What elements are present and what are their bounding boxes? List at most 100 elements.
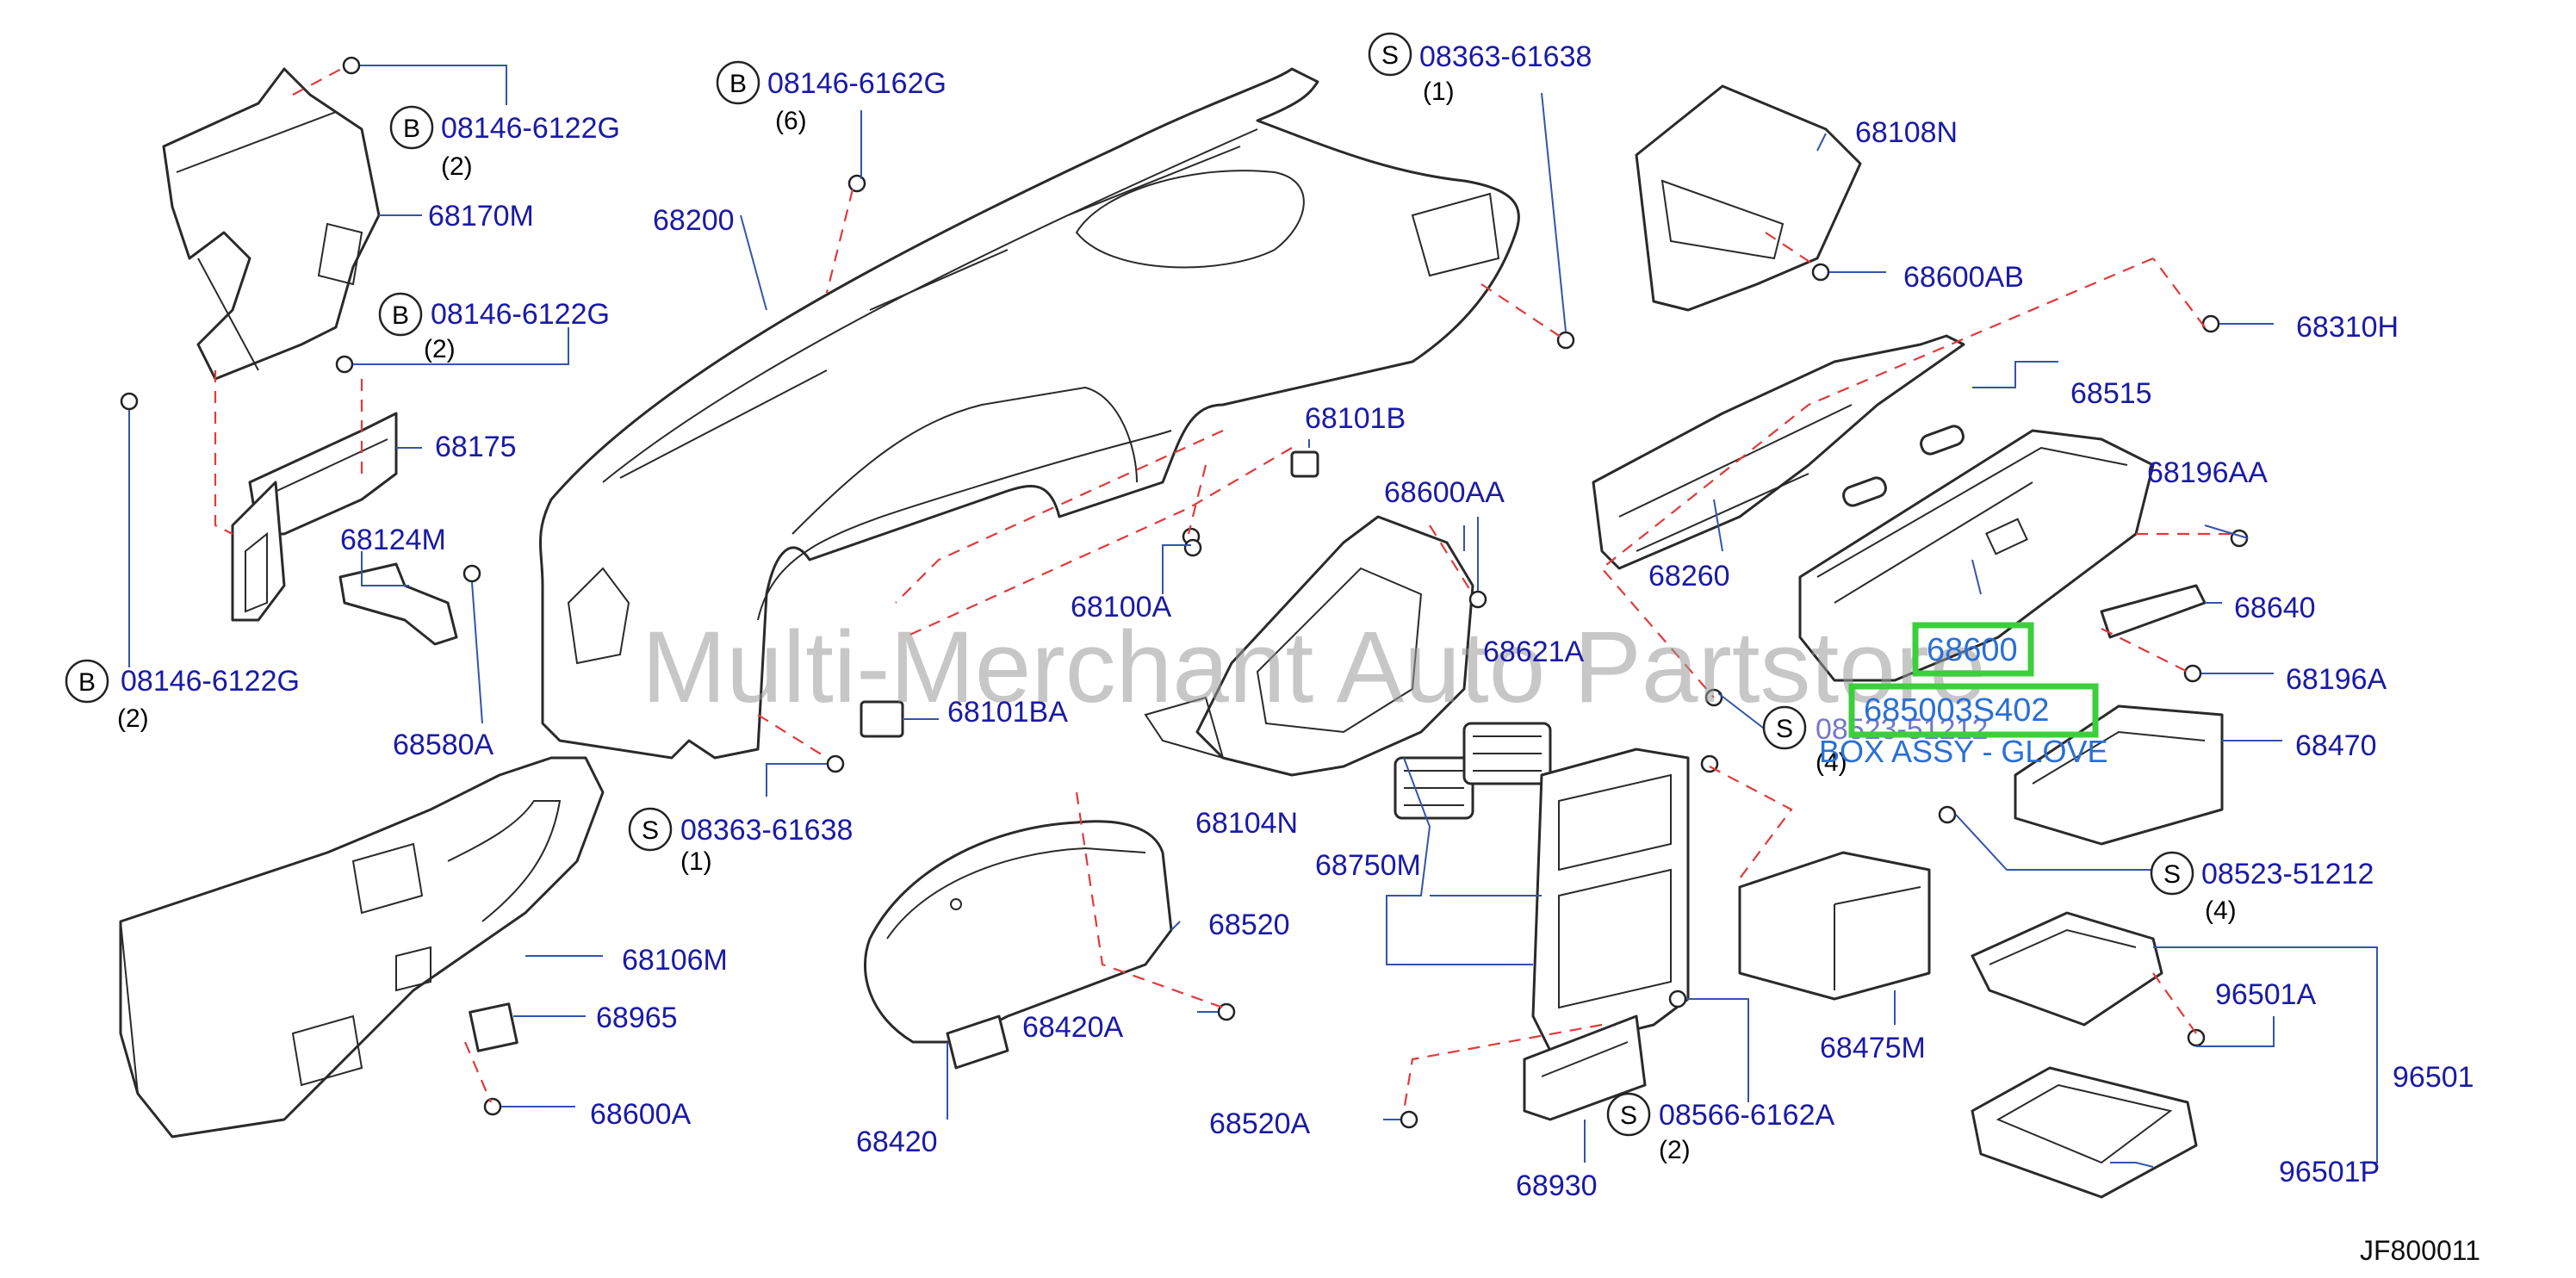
label-68175[interactable]: 68175: [435, 431, 517, 463]
callout-s-08523-51212-lower[interactable]: S 08523-51212 (4): [2150, 851, 2374, 925]
svg-text:(2): (2): [424, 335, 456, 363]
label-68124m[interactable]: 68124M: [340, 524, 446, 556]
label-68104n[interactable]: 68104N: [1195, 807, 1298, 840]
svg-text:S: S: [642, 816, 659, 845]
svg-text:08523-51212: 08523-51212: [2201, 858, 2374, 890]
callout-s-08566-6162a[interactable]: S 08566-6162A (2): [1606, 1092, 1835, 1164]
label-68930[interactable]: 68930: [1516, 1169, 1598, 1202]
label-68520a[interactable]: 68520A: [1209, 1107, 1311, 1140]
label-68200[interactable]: 68200: [653, 204, 735, 237]
label-68420[interactable]: 68420: [856, 1126, 938, 1158]
svg-text:S: S: [1776, 715, 1793, 743]
bracket-68580a-drawing: [338, 562, 458, 646]
label-68310h[interactable]: 68310H: [2296, 311, 2399, 344]
assembly-dashed-lines: [214, 66, 2231, 1112]
svg-text:B: B: [78, 668, 96, 697]
label-68470[interactable]: 68470: [2295, 729, 2377, 762]
label-68515[interactable]: 68515: [2070, 377, 2152, 410]
label-68640[interactable]: 68640: [2234, 592, 2316, 624]
lower-cover-68106m-drawing: [119, 756, 605, 1138]
svg-text:S: S: [2163, 860, 2181, 889]
label-68580a[interactable]: 68580A: [393, 729, 494, 761]
svg-text:B: B: [729, 70, 747, 98]
highlight-box-part-no: [1912, 622, 2034, 677]
clip-68101b-drawing: [1290, 450, 1319, 478]
svg-text:08146-6122G: 08146-6122G: [441, 112, 620, 145]
label-68196aa[interactable]: 68196AA: [2147, 456, 2268, 489]
figure-code: JF800011: [2360, 1235, 2480, 1266]
svg-text:B: B: [403, 115, 420, 143]
glove-box-drawing: [1798, 429, 2155, 682]
svg-text:(4): (4): [1816, 748, 1847, 777]
label-68260[interactable]: 68260: [1648, 560, 1730, 592]
svg-text:S: S: [1381, 41, 1399, 70]
highlight-description: BOX ASSY - GLOVE: [1819, 734, 2107, 769]
vents-68750m-drawing: [1394, 722, 1552, 820]
tray-96501p-drawing: [1971, 1066, 2198, 1199]
label-96501a[interactable]: 96501A: [2215, 978, 2317, 1011]
reinforcement-68260-drawing: [1592, 334, 1965, 570]
callout-b-08146-6122g-top[interactable]: B 08146-6122G (2): [389, 105, 620, 181]
svg-text:(6): (6): [775, 107, 807, 135]
instrument-panel-drawing: [539, 67, 1520, 760]
label-68420a[interactable]: 68420A: [1022, 1011, 1124, 1044]
meter-hood-drawing: [863, 820, 1173, 1044]
highlight-box-part-code: [1848, 683, 2099, 738]
label-68100a[interactable]: 68100A: [1071, 591, 1172, 623]
label-96501[interactable]: 96501: [2393, 1061, 2474, 1094]
callout-s-08363-61638-bottom[interactable]: S 08363-61638 (1): [628, 807, 853, 876]
callout-s-08523-51212-upper[interactable]: S 08523-51212 (4): [1762, 705, 1988, 777]
label-68965[interactable]: 68965: [596, 1002, 678, 1034]
svg-text:(2): (2): [1659, 1136, 1691, 1164]
part-labels: 68200 68170M 68175 68124M 68580A 68101BA…: [340, 116, 2474, 1202]
svg-text:08523-51212: 08523-51212: [1816, 713, 1988, 746]
callout-b-08146-6162g[interactable]: B 08146-6162G (6): [716, 60, 947, 135]
bracket-left-lower-drawing: [231, 481, 286, 622]
highlight-part-no[interactable]: 68600: [1927, 632, 2018, 668]
svg-text:B: B: [392, 301, 409, 330]
label-68750m[interactable]: 68750M: [1315, 849, 1421, 882]
housing-96501-drawing: [1971, 911, 2163, 1027]
callout-s-08363-61638-top[interactable]: S 08363-61638 (1): [1368, 32, 1592, 106]
svg-text:(2): (2): [117, 704, 149, 733]
bracket-68930-drawing: [1523, 1014, 1647, 1121]
center-finisher-drawing: [1531, 748, 1690, 1052]
highlighted-glove-box[interactable]: 68600 685003S402 BOX ASSY - GLOVE: [1819, 622, 2107, 769]
label-68621a[interactable]: 68621A: [1483, 636, 1585, 668]
label-68600aa[interactable]: 68600AA: [1384, 476, 1505, 509]
label-68196a[interactable]: 68196A: [2286, 663, 2387, 696]
svg-text:(1): (1): [1423, 78, 1455, 106]
box-68475m-drawing: [1738, 851, 1931, 1001]
svg-text:08566-6162A: 08566-6162A: [1659, 1099, 1835, 1132]
watermark-text: Multi-Merchant Auto Partstore: [642, 611, 1986, 724]
meter-trim-68420-drawing: [946, 1014, 1009, 1070]
label-68600a[interactable]: 68600A: [590, 1098, 692, 1131]
label-68108n[interactable]: 68108N: [1855, 116, 1958, 149]
label-68101b[interactable]: 68101B: [1305, 402, 1406, 435]
svg-text:08146-6122G: 08146-6122G: [121, 665, 300, 698]
label-68520[interactable]: 68520: [1208, 909, 1290, 941]
latch-68640-drawing: [2100, 584, 2207, 639]
label-68600ab[interactable]: 68600AB: [1903, 261, 2024, 294]
label-68170m[interactable]: 68170M: [428, 200, 534, 233]
pocket-68470-drawing: [2014, 704, 2224, 846]
pad-68965-drawing: [469, 1002, 518, 1052]
label-68106m[interactable]: 68106M: [622, 944, 728, 977]
svg-text:08363-61638: 08363-61638: [680, 814, 853, 847]
label-96501p[interactable]: 96501P: [2279, 1156, 2380, 1188]
cluster-housing-68104n-drawing: [1144, 515, 1474, 777]
label-68475m[interactable]: 68475M: [1820, 1032, 1926, 1064]
callout-b-08146-6122g-middle[interactable]: B 08146-6122G (2): [378, 292, 610, 363]
svg-text:08363-61638: 08363-61638: [1419, 40, 1592, 73]
pins-68515-drawing: [1842, 425, 1965, 507]
callout-b-08146-6122g-lower[interactable]: B 08146-6122G (2): [65, 659, 300, 733]
side-panel-68108n-drawing: [1635, 84, 1862, 312]
svg-text:08146-6162G: 08146-6162G: [767, 67, 947, 100]
label-68101ba[interactable]: 68101BA: [947, 696, 1068, 729]
bracket-68170m-drawing: [162, 67, 381, 381]
svg-text:S: S: [1620, 1101, 1637, 1130]
svg-text:(1): (1): [680, 847, 712, 876]
highlight-part-code[interactable]: 685003S402: [1864, 692, 2050, 729]
svg-text:(4): (4): [2205, 896, 2237, 925]
